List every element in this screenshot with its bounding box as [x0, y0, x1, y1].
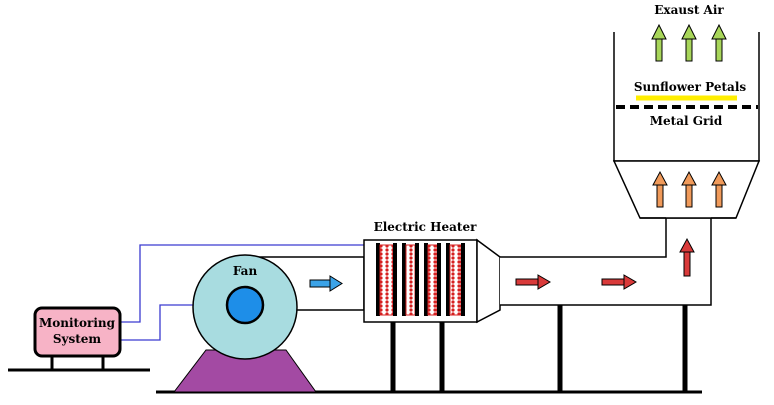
electric-heater: Electric Heater	[363, 220, 501, 324]
arrow-icon-warm-2	[681, 170, 697, 208]
electric-heater-label: Electric Heater	[374, 220, 477, 234]
heating-coil-icon	[376, 243, 465, 316]
arrow-icon-hot-air-2	[601, 274, 637, 290]
monitoring-label-line2: System	[53, 332, 102, 346]
exhaust-air-label: Exaust Air	[654, 3, 724, 17]
hot-air-duct	[500, 217, 712, 306]
monitoring-label-line1: Monitoring	[39, 316, 116, 330]
monitoring-box	[33, 306, 122, 358]
fan-hub	[225, 285, 265, 325]
arrow-icon-warm-1	[652, 170, 668, 208]
monitoring-system: Monitoring System	[33, 306, 122, 370]
arrow-icon-cold-air	[309, 275, 343, 292]
fan-icon: Fan	[192, 254, 298, 360]
arrow-icon-exhaust-1	[651, 23, 667, 62]
fan-label: Fan	[233, 264, 258, 278]
heater-legs	[390, 305, 688, 392]
arrow-icon-hot-air-1	[515, 274, 551, 290]
arrow-icon-exhaust-3	[711, 23, 727, 62]
fan-stand	[172, 349, 317, 393]
arrow-icon-exhaust-2	[681, 23, 697, 62]
heater-transition	[476, 238, 501, 324]
metal-grid-label: Metal Grid	[650, 114, 723, 128]
drying-chamber: Sunflower Petals Metal Grid Exaust Air	[612, 3, 761, 219]
arrow-icon-hot-air-up	[679, 237, 695, 277]
monitoring-wires	[120, 244, 365, 341]
sunflower-petals-label: Sunflower Petals	[634, 80, 747, 94]
arrow-icon-warm-3	[711, 170, 727, 208]
